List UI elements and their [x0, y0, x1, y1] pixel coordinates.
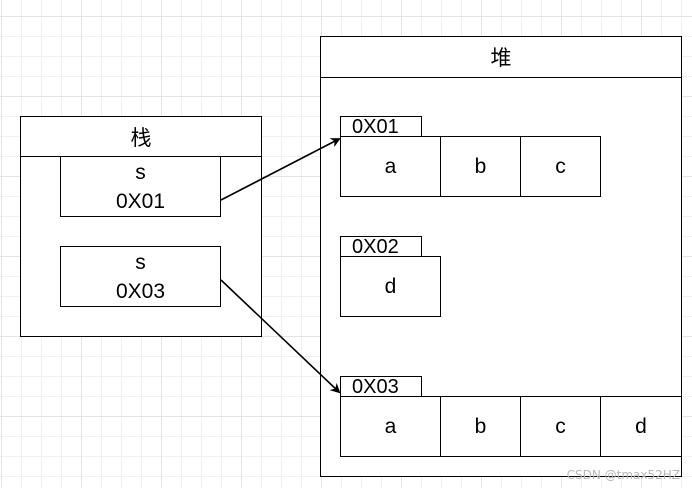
heap-object-3-address: 0X03: [340, 376, 422, 397]
heap-object-3-cell-b: b: [440, 396, 521, 457]
stack-title: 栈: [20, 116, 262, 157]
heap-object-3-cell-d: d: [600, 396, 682, 457]
heap-object-1-cell-c: c: [520, 136, 601, 197]
heap-object-3-cell-a: a: [340, 396, 441, 457]
heap-object-1-address: 0X01: [340, 116, 422, 137]
watermark: CSDN @tmax52HZ: [566, 468, 680, 482]
arrow-s1-to-0x01: [220, 138, 341, 201]
stack-var-s1-address: 0X01: [115, 189, 166, 213]
stack-var-s2: s 0X03: [60, 246, 221, 307]
heap-object-1-cell-a: a: [340, 136, 441, 197]
stack-var-s1: s 0X01: [60, 156, 221, 217]
heap-object-2-address: 0X02: [340, 236, 422, 257]
heap-object-3-cell-c: c: [520, 396, 601, 457]
heap-object-2-cell-d: d: [340, 256, 441, 317]
stack-var-s1-name: s: [135, 160, 146, 184]
arrow-s2-to-0x03: [220, 279, 341, 394]
heap-title: 堆: [320, 36, 682, 78]
stack-var-s2-name: s: [135, 250, 146, 274]
stack-var-s2-address: 0X03: [115, 279, 166, 303]
